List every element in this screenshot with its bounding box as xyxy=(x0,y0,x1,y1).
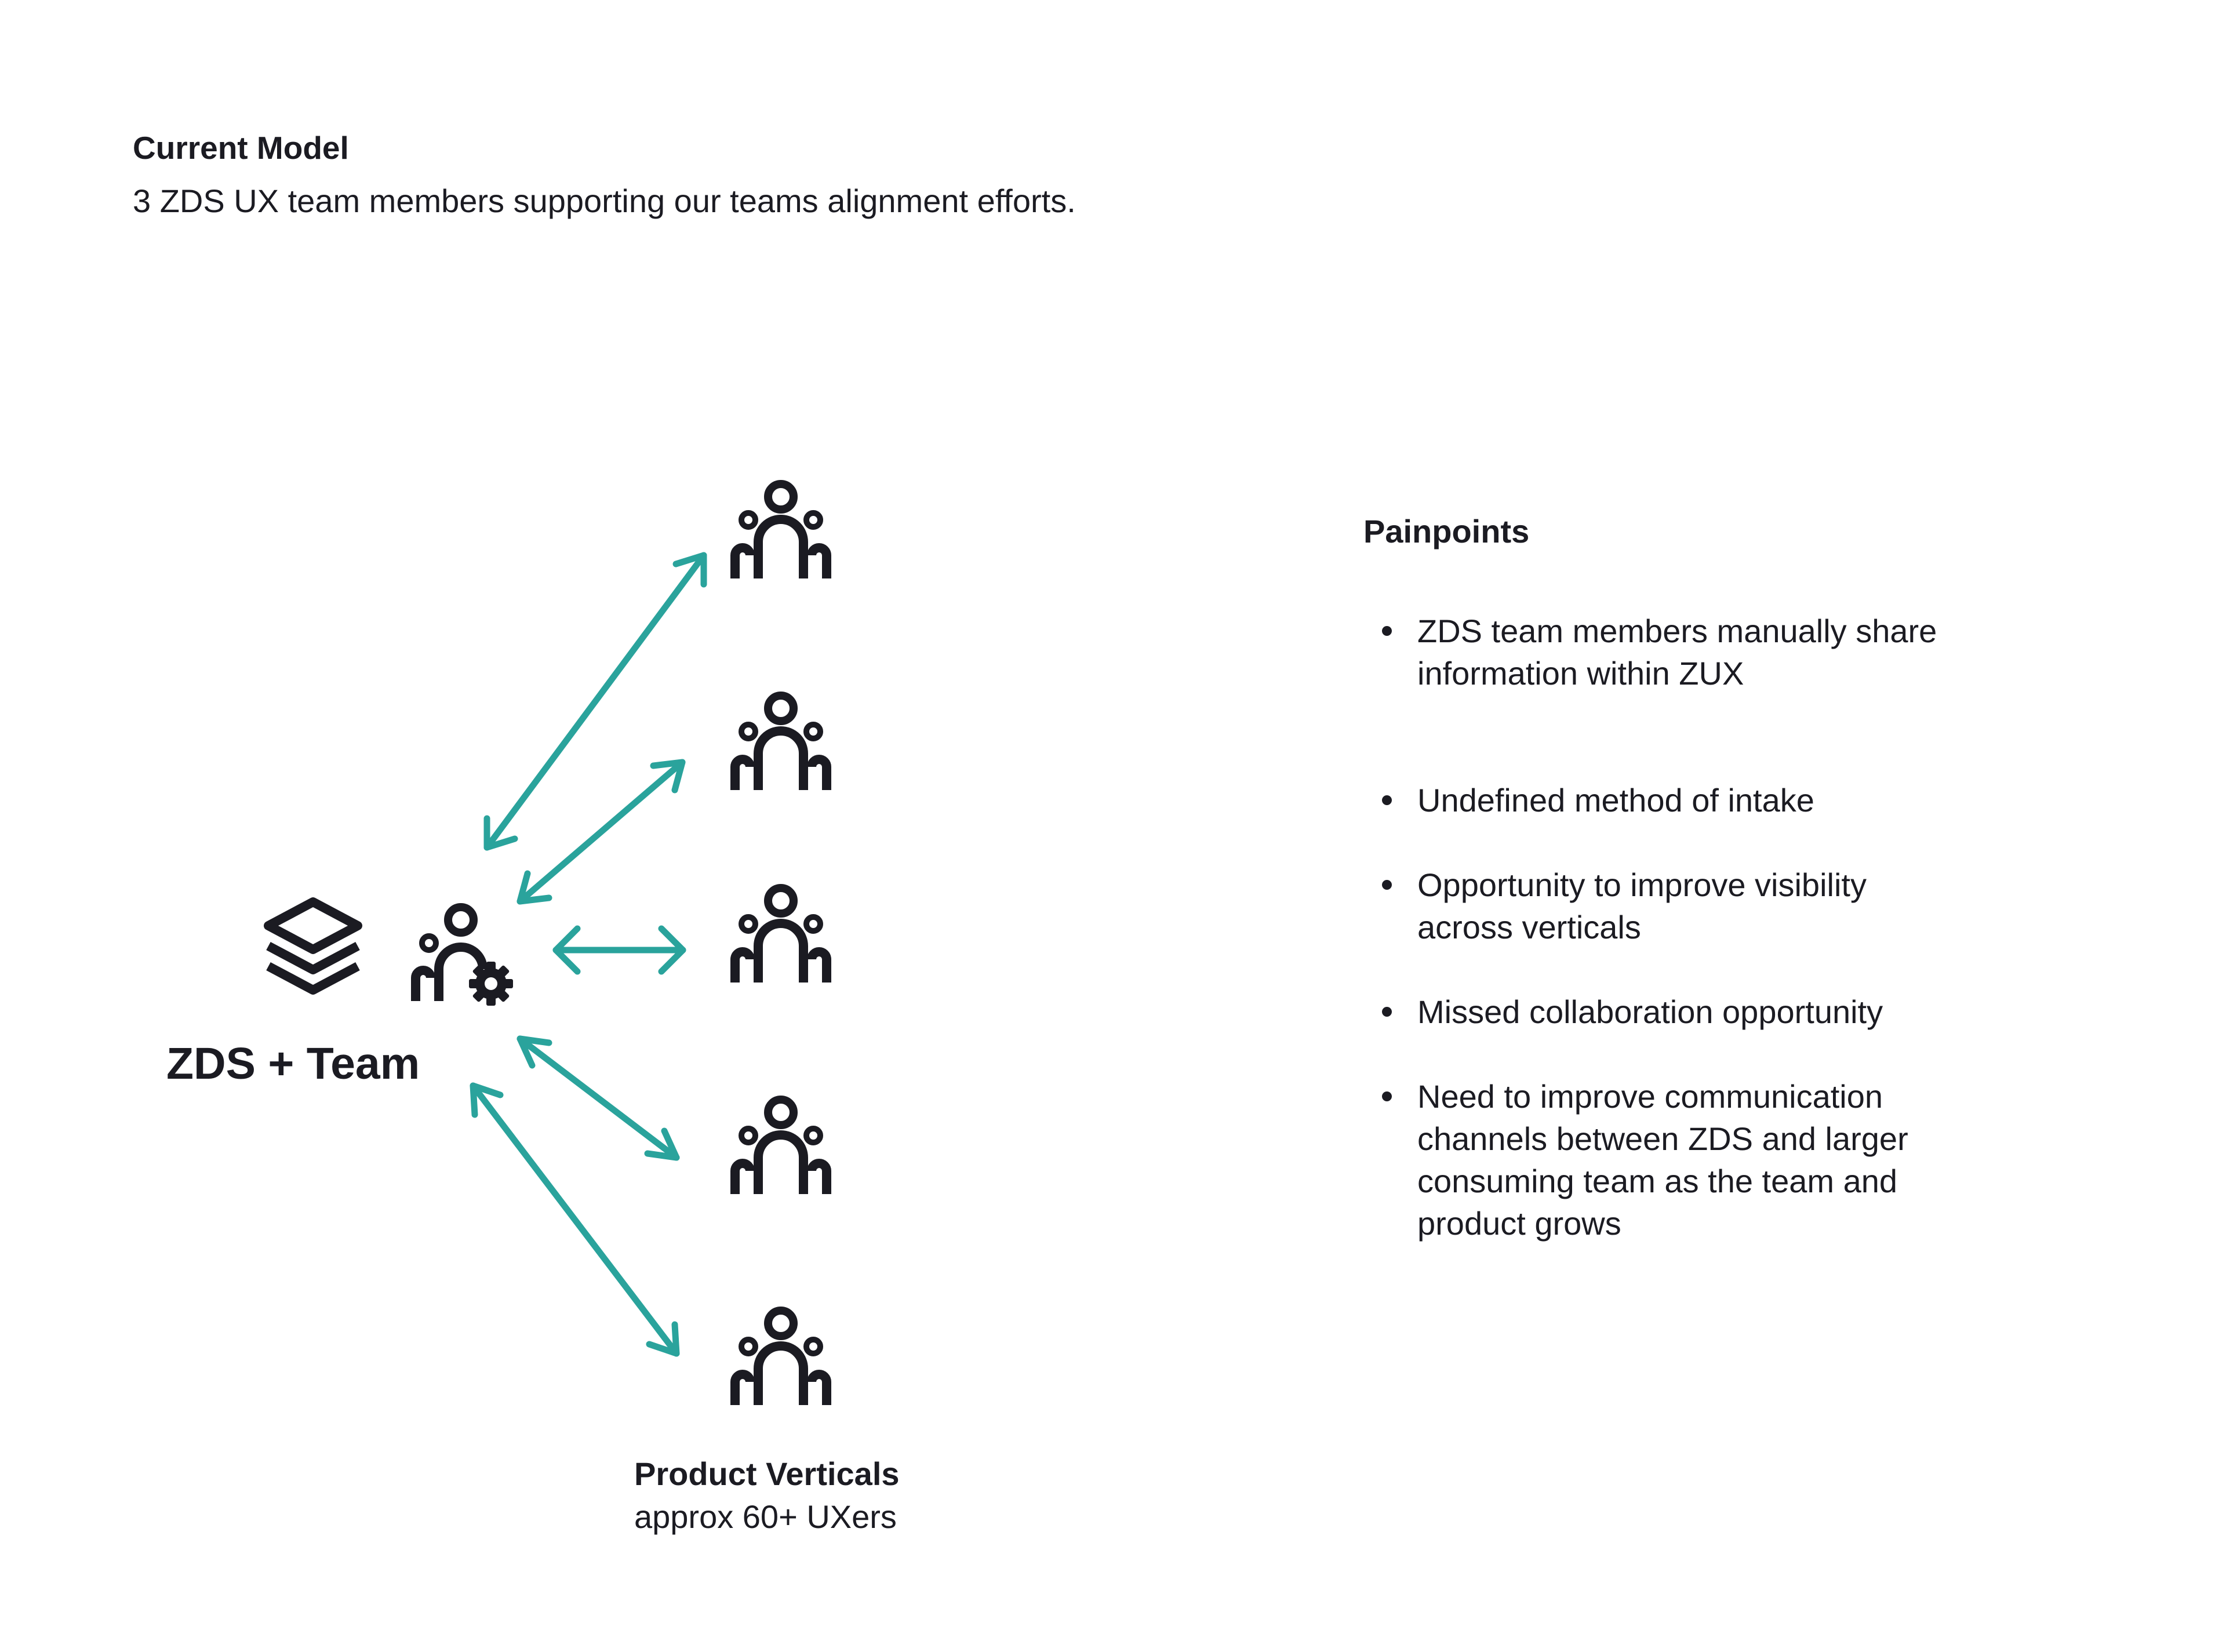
painpoints-title: Painpoints xyxy=(1363,513,1530,550)
painpoints-list: ZDS team members manually share informat… xyxy=(1363,610,1943,1287)
list-item: Undefined method of intake xyxy=(1363,779,1943,821)
verticals-subtitle: approx 60+ UXers xyxy=(634,1498,897,1535)
group-icon xyxy=(735,1100,827,1194)
painpoint-text: ZDS team members manually share informat… xyxy=(1417,613,1937,692)
hub-label: ZDS + Team xyxy=(166,1039,420,1089)
arrow-to-vertical-4 xyxy=(517,1035,680,1161)
team-settings-icon xyxy=(411,903,513,1006)
bullet-icon xyxy=(1382,795,1392,805)
bullet-icon xyxy=(1382,1007,1392,1017)
list-item: Need to improve communication channels b… xyxy=(1363,1075,1943,1245)
arrow-to-vertical-1 xyxy=(483,552,707,851)
painpoint-text: Opportunity to improve visibility across… xyxy=(1417,867,1867,945)
layers-icon xyxy=(264,897,362,995)
list-item: ZDS team members manually share informat… xyxy=(1363,610,1943,694)
arrow-to-vertical-2 xyxy=(517,759,686,905)
arrow-to-vertical-3 xyxy=(552,925,686,975)
bullet-icon xyxy=(1382,1091,1392,1101)
painpoint-text: Undefined method of intake xyxy=(1417,782,1814,818)
page-title: Current Model xyxy=(133,130,349,166)
painpoint-text: Need to improve communication channels b… xyxy=(1417,1078,1908,1242)
group-icon xyxy=(735,484,827,578)
bullet-icon xyxy=(1382,880,1392,890)
list-item: Opportunity to improve visibility across… xyxy=(1363,864,1943,948)
connection-arrows xyxy=(470,552,707,1357)
painpoint-text: Missed collaboration opportunity xyxy=(1417,994,1883,1030)
arrow-to-vertical-5 xyxy=(470,1082,680,1357)
verticals-title: Product Verticals xyxy=(634,1455,900,1492)
group-icon xyxy=(735,696,827,790)
list-item: Missed collaboration opportunity xyxy=(1363,991,1943,1033)
page-subtitle: 3 ZDS UX team members supporting our tea… xyxy=(133,183,1076,219)
bullet-icon xyxy=(1382,626,1392,636)
group-icon xyxy=(735,888,827,983)
group-icon xyxy=(735,1311,827,1405)
